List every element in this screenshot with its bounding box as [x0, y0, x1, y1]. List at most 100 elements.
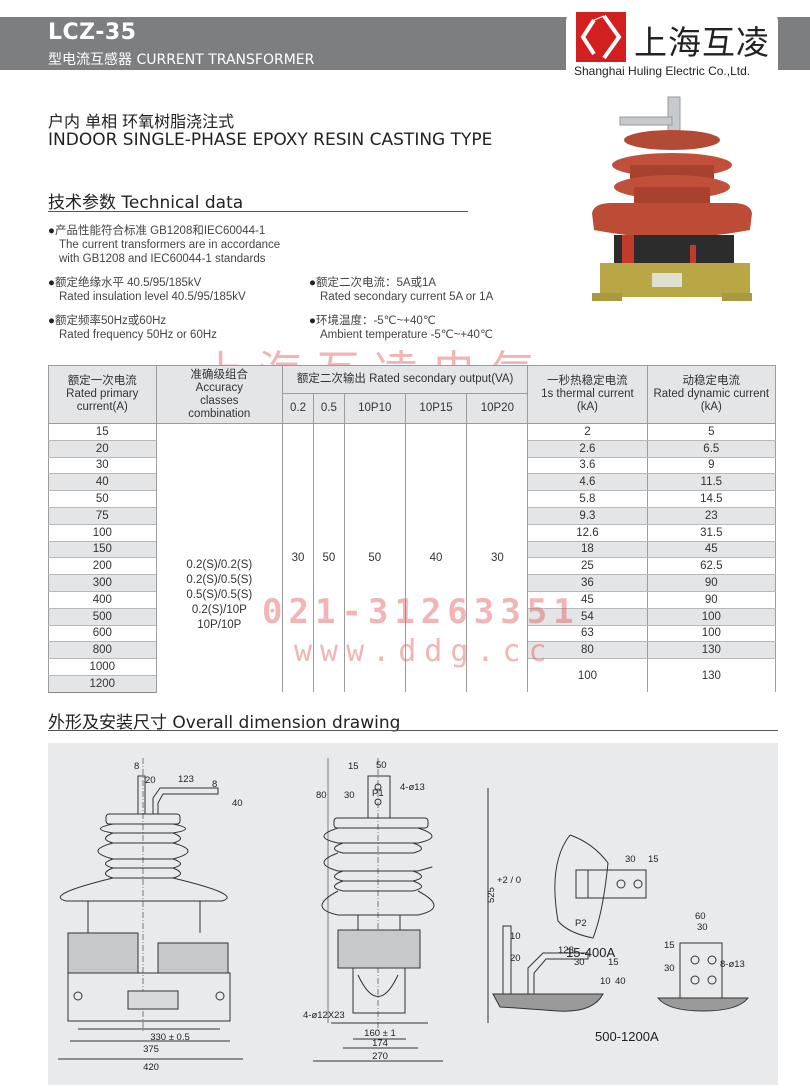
col-dynamic-current: 动稳定电流 Rated dynamic current (kA) [646, 365, 777, 424]
cell-thermal: 63 [527, 625, 648, 643]
cell-output-10p20: 30 [466, 423, 529, 693]
svg-text:270: 270 [372, 1051, 388, 1062]
svg-text:8-ø13: 8-ø13 [720, 959, 745, 970]
cell-thermal: 12.6 [527, 524, 648, 542]
cell-dynamic: 9 [646, 457, 777, 475]
svg-text:15: 15 [648, 854, 659, 865]
side-view [313, 758, 489, 1062]
svg-text:4-ø13: 4-ø13 [400, 782, 425, 793]
dimension-drawing-panel: 8 20 123 8 40 330 ± 0.5 375 420 15 50 80… [48, 743, 778, 1085]
cell-thermal: 54 [527, 608, 648, 626]
cell-dynamic: 90 [646, 591, 777, 609]
svg-text:80: 80 [316, 790, 327, 801]
svg-text:420: 420 [143, 1062, 159, 1073]
cell-thermal: 9.3 [527, 507, 648, 525]
svg-text:4-ø12X23: 4-ø12X23 [303, 1010, 345, 1021]
cell-thermal: 2 [527, 423, 648, 441]
svg-text:40: 40 [232, 798, 243, 809]
svg-text:+2 / 0: +2 / 0 [497, 875, 521, 886]
cell-thermal: 2.6 [527, 440, 648, 458]
svg-text:30: 30 [664, 963, 675, 974]
cell-output-10p10: 50 [343, 423, 406, 693]
cell-primary: 400 [48, 591, 157, 609]
cell-dynamic: 14.5 [646, 490, 777, 508]
cell-dynamic: 6.5 [646, 440, 777, 458]
spec-standard: ●产品性能符合标准 GB1208和IEC60044-1 The current … [48, 225, 281, 265]
svg-text:10: 10 [510, 931, 521, 942]
cell-primary: 40 [48, 473, 157, 492]
detail-500-1200a [492, 925, 750, 1012]
cell-thermal: 36 [527, 574, 648, 592]
col-output-0-2: 0.2 [282, 393, 314, 424]
cell-dynamic: 5 [646, 423, 777, 441]
svg-text:525: 525 [486, 887, 497, 903]
col-output-10p20: 10P20 [466, 393, 529, 424]
cell-dynamic: 62.5 [646, 557, 777, 576]
cell-output-0-5: 50 [312, 423, 345, 693]
svg-text:15: 15 [608, 957, 619, 968]
cell-primary: 1000 [48, 658, 157, 676]
dimension-drawing: 8 20 123 8 40 330 ± 0.5 375 420 15 50 80… [58, 758, 750, 1073]
product-photo [572, 95, 772, 310]
cell-thermal: 80 [527, 641, 648, 660]
cell-primary: 500 [48, 608, 157, 626]
col-secondary-output: 额定二次输出 Rated secondary output(VA) [282, 365, 529, 394]
brand-logo-icon [576, 12, 626, 62]
cell-primary: 100 [48, 524, 157, 542]
cell-thermal: 4.6 [527, 473, 648, 492]
cell-primary: 30 [48, 457, 157, 475]
cell-thermal: 18 [527, 541, 648, 559]
svg-text:330 ± 0.5: 330 ± 0.5 [150, 1032, 190, 1043]
brand-name-en: Shanghai Huling Electric Co.,Ltd. [574, 64, 751, 78]
svg-text:30: 30 [344, 790, 355, 801]
svg-text:30: 30 [697, 922, 708, 933]
table-row: 1200 [48, 675, 776, 693]
drawing-divider [48, 730, 778, 731]
cell-dynamic: 11.5 [646, 473, 777, 492]
cell-output-10p15: 40 [404, 423, 468, 693]
spec-ambient-temperature: ●环境温度：-5℃~+40℃ Ambient temperature -5℃~+… [309, 315, 493, 341]
cell-dynamic: 90 [646, 574, 777, 592]
svg-text:20: 20 [145, 775, 156, 786]
svg-text:375: 375 [143, 1044, 159, 1055]
col-output-0-5: 0.5 [312, 393, 345, 424]
svg-text:160 ± 1: 160 ± 1 [364, 1028, 396, 1039]
cell-primary: 20 [48, 440, 157, 458]
model-title: LCZ-35 [48, 20, 137, 45]
front-view [58, 758, 243, 1060]
spec-secondary-current: ●额定二次电流：5A或1A Rated secondary current 5A… [309, 277, 494, 303]
technical-divider [48, 211, 468, 212]
svg-text:8: 8 [134, 761, 139, 772]
model-subtitle: 型电流互感器 CURRENT TRANSFORMER [48, 52, 315, 68]
cell-primary: 800 [48, 641, 157, 660]
svg-text:174: 174 [372, 1038, 388, 1049]
cell-primary: 75 [48, 507, 157, 525]
cell-dynamic: 130 [646, 658, 777, 693]
product-type-en: INDOOR SINGLE-PHASE EPOXY RESIN CASTING … [48, 130, 493, 150]
cell-thermal: 3.6 [527, 457, 648, 475]
cell-output-0-2: 30 [282, 423, 314, 693]
spec-insulation: ●额定绝缘水平 40.5/95/185kV Rated insulation l… [48, 277, 246, 303]
svg-text:30: 30 [625, 854, 636, 865]
spec-frequency: ●额定频率50Hz或60Hz Rated frequency 50Hz or 6… [48, 315, 217, 341]
svg-text:60: 60 [695, 911, 706, 922]
product-type-cn: 户内 单相 环氧树脂浇注式 [48, 112, 235, 131]
svg-text:123: 123 [178, 774, 194, 785]
technical-heading: 技术参数 Technical data [48, 193, 244, 213]
svg-text:40: 40 [615, 976, 626, 987]
svg-text:50: 50 [376, 760, 387, 771]
svg-text:8: 8 [212, 779, 217, 790]
drawing-heading: 外形及安装尺寸 Overall dimension drawing [48, 713, 401, 733]
cell-dynamic: 130 [646, 641, 777, 660]
